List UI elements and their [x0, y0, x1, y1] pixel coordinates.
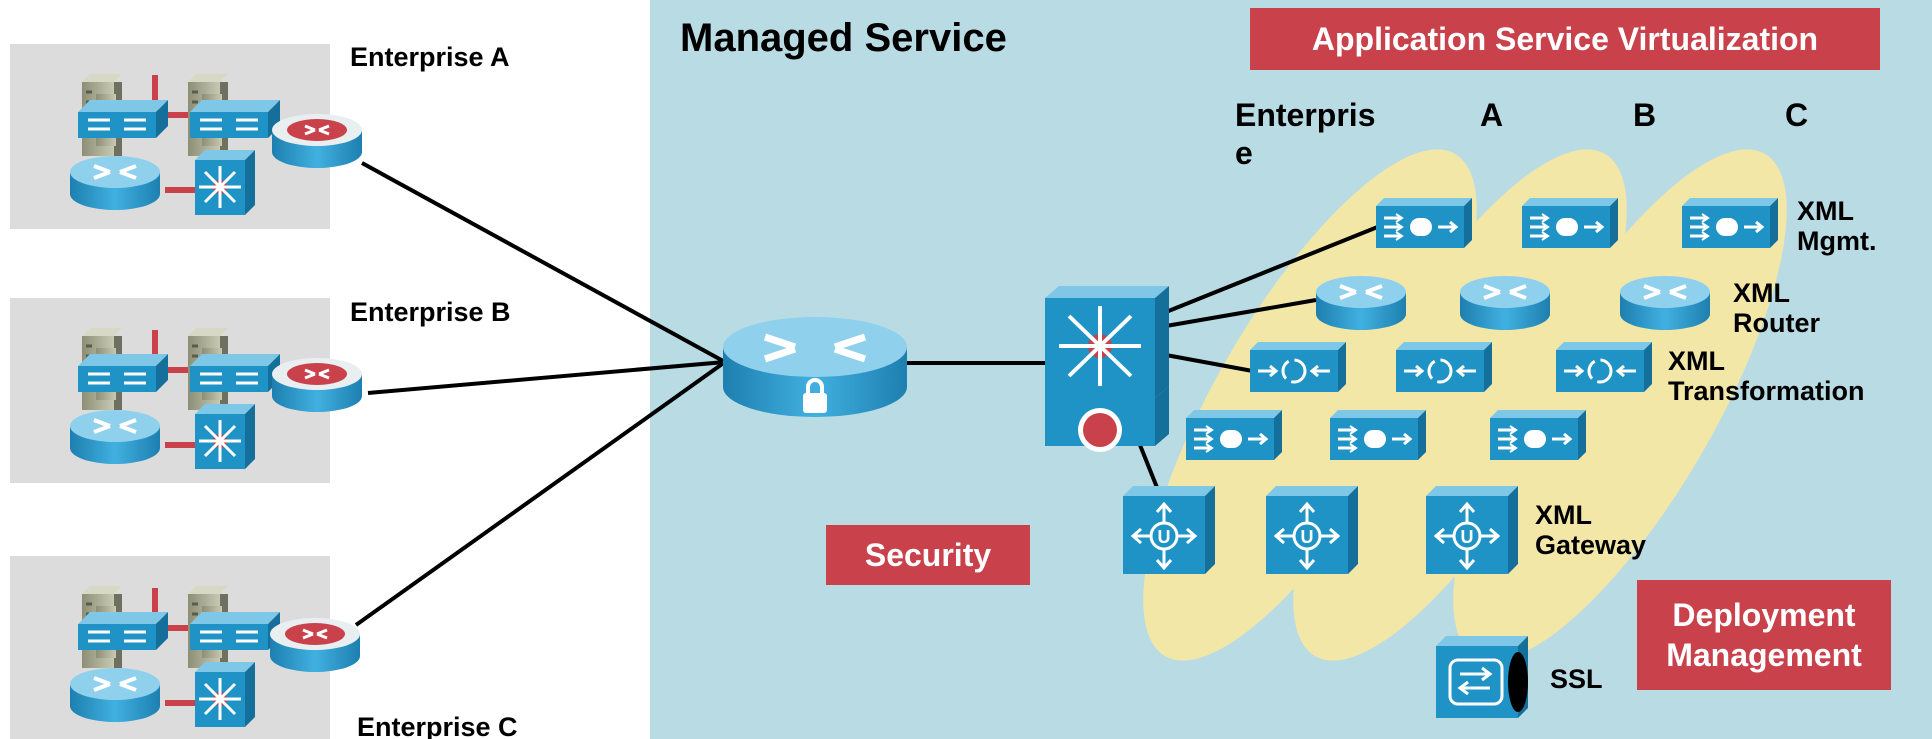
security-badge: Security [826, 525, 1030, 585]
enterprise-a-label: Enterprise A [350, 42, 510, 72]
column-header-a: A [1480, 97, 1504, 133]
site-b-equipment [68, 326, 364, 471]
deployment-badge: Deployment Management [1637, 580, 1891, 690]
xml-appliance-c-icon [1488, 408, 1588, 462]
site-c-equipment [68, 584, 362, 729]
xml-gateway-label: XML Gateway [1535, 500, 1647, 560]
xml-mgmt-c-icon [1680, 196, 1780, 250]
xml-transform-c-icon [1554, 340, 1654, 394]
xml-transformation-label: XML Transformation [1668, 346, 1865, 406]
site-a-equipment [68, 72, 364, 217]
vpn-router-icon [723, 317, 907, 417]
firewall-router-icon [1045, 386, 1169, 452]
xml-appliance-b-icon [1328, 408, 1428, 462]
ssl-label: SSL [1550, 664, 1603, 694]
xml-router-b-icon [1458, 274, 1552, 332]
xml-router-label: XML Router [1733, 278, 1820, 338]
xml-appliance-a-icon [1184, 408, 1284, 462]
asv-badge: Application Service Virtualization [1250, 8, 1880, 70]
xml-mgmt-b-icon [1520, 196, 1620, 250]
xml-router-a-icon [1314, 274, 1408, 332]
enterprise-b-label: Enterprise B [350, 297, 511, 327]
column-header-enterprise: Enterpris e [1235, 97, 1376, 171]
multilayer-switch-icon [1045, 286, 1169, 398]
ssl-module-icon [1436, 636, 1528, 718]
managed-service-title: Managed Service [680, 16, 1007, 60]
xml-mgmt-label: XML Mgmt. [1797, 196, 1877, 256]
xml-gateway-b-icon [1264, 484, 1360, 576]
xml-transform-b-icon [1394, 340, 1494, 394]
xml-mgmt-a-icon [1374, 196, 1474, 250]
column-header-b: B [1633, 97, 1657, 133]
column-header-c: C [1785, 97, 1809, 133]
xml-transform-a-icon [1248, 340, 1348, 394]
xml-gateway-c-icon [1424, 484, 1520, 576]
xml-router-c-icon [1618, 274, 1712, 332]
enterprise-ellipses [1143, 149, 1787, 661]
xml-gateway-a-icon [1121, 484, 1217, 576]
enterprise-c-label: Enterprise C [357, 712, 518, 739]
wan-links [354, 161, 1381, 627]
